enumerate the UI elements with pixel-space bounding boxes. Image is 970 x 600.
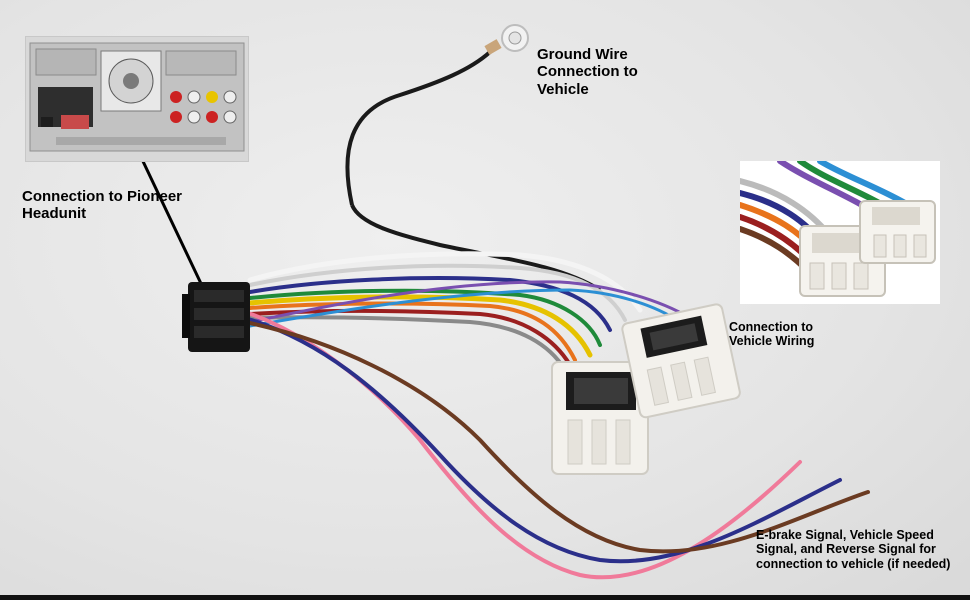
bottom-border bbox=[0, 595, 970, 600]
rca-jacks bbox=[170, 90, 237, 124]
ground-wire bbox=[345, 50, 492, 206]
ground-wire-label: Ground Wire Connection to Vehicle bbox=[537, 46, 638, 98]
ground-ring-terminal bbox=[484, 24, 529, 55]
vehicle-connectors-closeup-image bbox=[740, 161, 940, 304]
closeup-connector-back bbox=[859, 200, 936, 264]
vehicle-connector-large bbox=[551, 361, 649, 475]
headunit-connection-label: Connection to Pioneer Headunit bbox=[22, 188, 183, 223]
vehicle-connectors-inset bbox=[740, 161, 940, 304]
signal-wires bbox=[243, 310, 870, 580]
vehicle-connector-small bbox=[621, 303, 741, 419]
pioneer-harness-connector bbox=[182, 282, 250, 352]
headunit-rear-inset bbox=[25, 36, 249, 162]
harness-bundle bbox=[247, 251, 692, 372]
headunit-pointer-line bbox=[138, 154, 207, 293]
headunit-rear-panel-image bbox=[26, 37, 248, 161]
signal-wires-label: E-brake Signal, Vehicle Speed Signal, an… bbox=[756, 528, 951, 571]
vehicle-wiring-label: Connection to Vehicle Wiring bbox=[729, 320, 815, 349]
